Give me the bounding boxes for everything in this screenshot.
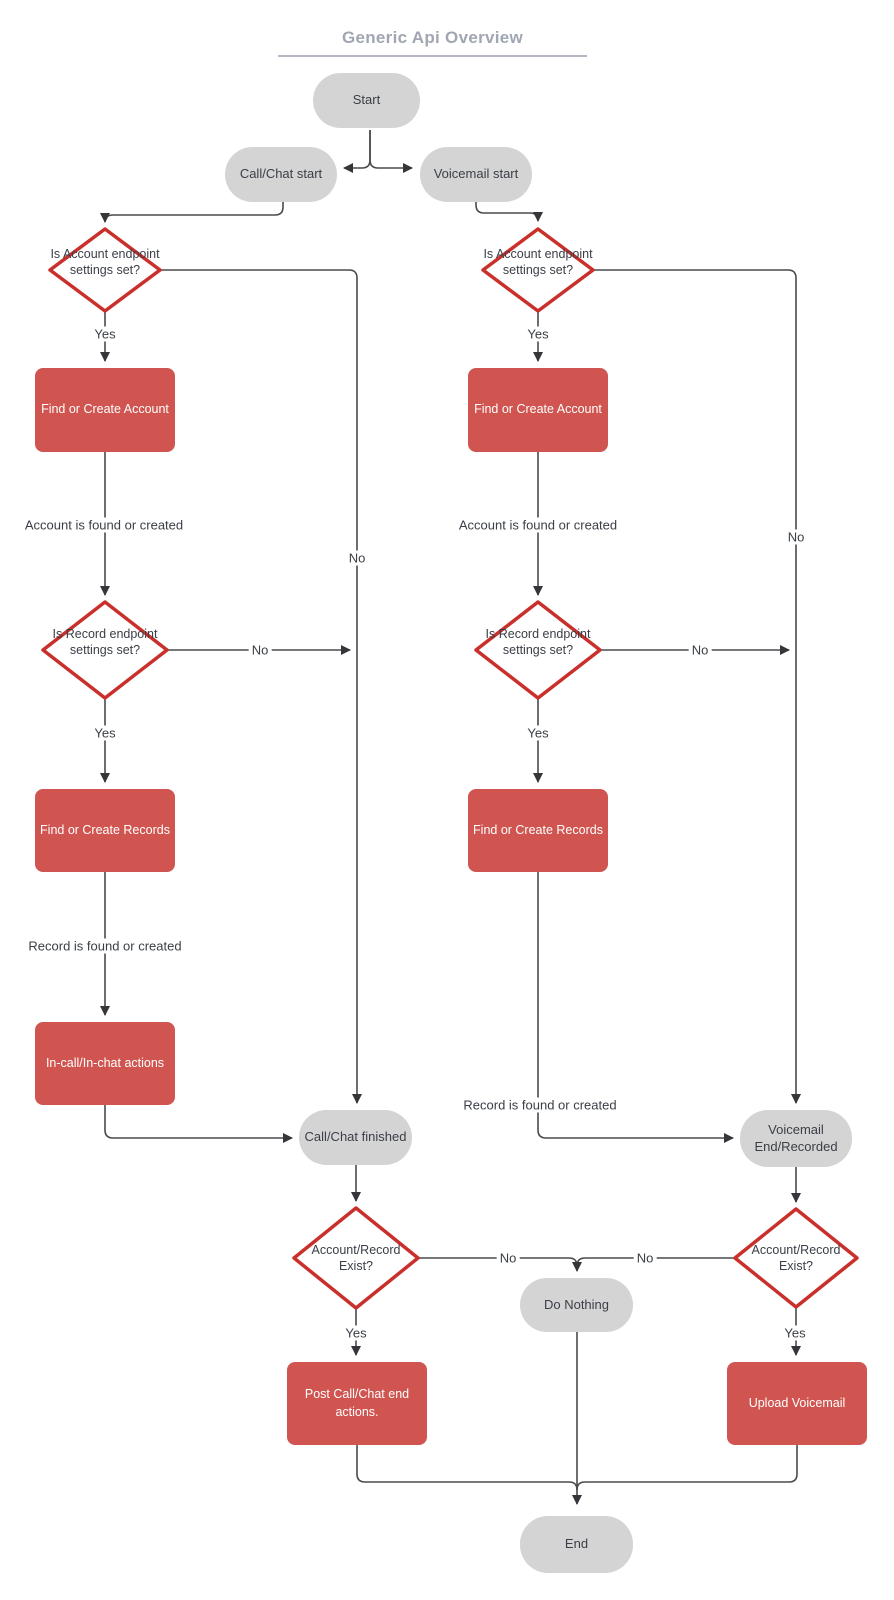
decision-is-account-left-label: Is Account endpoint settings set?	[50, 247, 160, 278]
label-no-exist-right: No	[633, 1250, 657, 1266]
node-post-call-chat-end: Post Call/Chat end actions.	[287, 1362, 427, 1445]
title-underline	[278, 55, 587, 57]
decision-exist-right-shape	[733, 1207, 859, 1309]
decision-exist-left-label: Account/Record Exist?	[311, 1243, 401, 1274]
edge-voicemail-to-isaccount	[475, 202, 543, 222]
decision-is-record-right-shape	[474, 600, 602, 700]
edge-incall-to-finished	[104, 1105, 293, 1143]
edge-start-to-callchat	[343, 130, 371, 173]
label-account-found-right: Account is found or created	[455, 517, 621, 533]
label-no-account-right: No	[784, 529, 808, 545]
decision-exist-right-label: Account/Record Exist?	[751, 1243, 841, 1274]
decision-is-record-left-label: Is Record endpoint settings set?	[52, 627, 158, 658]
node-start: Start	[313, 73, 420, 128]
edge-start-to-voicemail	[369, 130, 413, 173]
decision-is-account-right-shape	[481, 227, 595, 313]
edge-fcrR-to-voicemailend	[537, 872, 734, 1143]
label-record-found-left: Record is found or created	[25, 938, 185, 954]
edge-isaccountL-no	[160, 269, 362, 1104]
node-find-create-account-right: Find or Create Account	[468, 368, 608, 452]
node-do-nothing: Do Nothing	[520, 1278, 633, 1332]
node-voicemail-start: Voicemail start	[420, 147, 532, 202]
decision-is-account-right-label: Is Account endpoint settings set?	[483, 247, 593, 278]
label-no-exist-left: No	[496, 1250, 520, 1266]
label-yes-exist-left: Yes	[342, 1325, 370, 1341]
node-incall-inchat-actions: In-call/In-chat actions	[35, 1022, 175, 1105]
label-yes-record-left: Yes	[91, 725, 119, 741]
edge-isaccountR-no	[593, 269, 801, 1104]
node-voicemail-end: Voicemail End/Recorded	[740, 1110, 852, 1167]
label-no-account-left: No	[345, 550, 369, 566]
label-no-record-right: No	[688, 642, 712, 658]
edge-post-to-merge	[356, 1445, 578, 1491]
decision-exist-left-shape	[292, 1206, 420, 1310]
decision-is-record-right-label: Is Record endpoint settings set?	[485, 627, 591, 658]
node-find-create-account-left: Find or Create Account	[35, 368, 175, 452]
edge-callchat-to-isaccount	[100, 202, 284, 223]
node-call-chat-start: Call/Chat start	[225, 147, 337, 202]
label-yes-account-left: Yes	[91, 326, 119, 342]
label-account-found-left: Account is found or created	[21, 517, 187, 533]
decision-is-record-left-shape	[41, 600, 169, 700]
node-find-create-records-right: Find or Create Records	[468, 789, 608, 872]
edge-upload-to-merge	[576, 1445, 798, 1491]
node-upload-voicemail: Upload Voicemail	[727, 1362, 867, 1445]
decision-is-account-left-shape	[48, 227, 162, 313]
node-find-create-records-left: Find or Create Records	[35, 789, 175, 872]
diagram-title: Generic Api Overview	[341, 28, 524, 47]
node-end: End	[520, 1516, 633, 1573]
label-record-found-right: Record is found or created	[460, 1097, 620, 1113]
label-yes-exist-right: Yes	[781, 1325, 809, 1341]
label-yes-record-right: Yes	[524, 725, 552, 741]
label-yes-account-right: Yes	[524, 326, 552, 342]
label-no-record-left: No	[248, 642, 272, 658]
node-call-chat-finished: Call/Chat finished	[299, 1110, 412, 1165]
